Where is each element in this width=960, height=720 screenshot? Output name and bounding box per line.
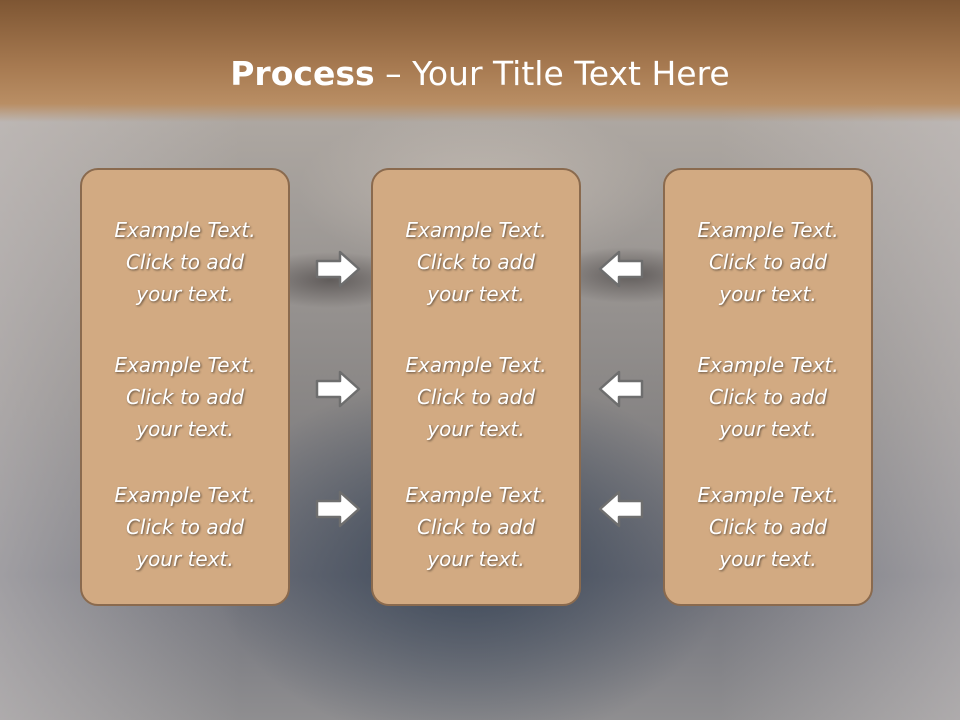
title-rest: – Your Title Text Here	[374, 54, 730, 93]
box-text[interactable]: Example Text. Click to add your text.	[405, 353, 547, 441]
box-text[interactable]: Example Text. Click to add your text.	[697, 353, 839, 441]
arrow-right-icon	[315, 490, 361, 528]
arrow-right-icon	[315, 250, 361, 288]
box-text[interactable]: Example Text. Click to add your text.	[114, 353, 256, 441]
arrow-left-icon	[598, 490, 644, 528]
slide-title[interactable]: Process – Your Title Text Here	[0, 52, 960, 96]
title-bar	[0, 0, 960, 122]
process-box-right[interactable]: Example Text. Click to add your text. Ex…	[663, 168, 873, 606]
arrow-right-icon	[315, 370, 361, 408]
arrow-left-icon	[598, 370, 644, 408]
box-text[interactable]: Example Text. Click to add your text.	[697, 483, 839, 571]
title-bold: Process	[230, 54, 375, 93]
box-text[interactable]: Example Text. Click to add your text.	[114, 218, 256, 306]
box-text[interactable]: Example Text. Click to add your text.	[114, 483, 256, 571]
box-text[interactable]: Example Text. Click to add your text.	[405, 218, 547, 306]
box-text[interactable]: Example Text. Click to add your text.	[405, 483, 547, 571]
process-box-left[interactable]: Example Text. Click to add your text. Ex…	[80, 168, 290, 606]
box-text[interactable]: Example Text. Click to add your text.	[697, 218, 839, 306]
arrow-left-icon	[598, 250, 644, 288]
process-box-center[interactable]: Example Text. Click to add your text. Ex…	[371, 168, 581, 606]
